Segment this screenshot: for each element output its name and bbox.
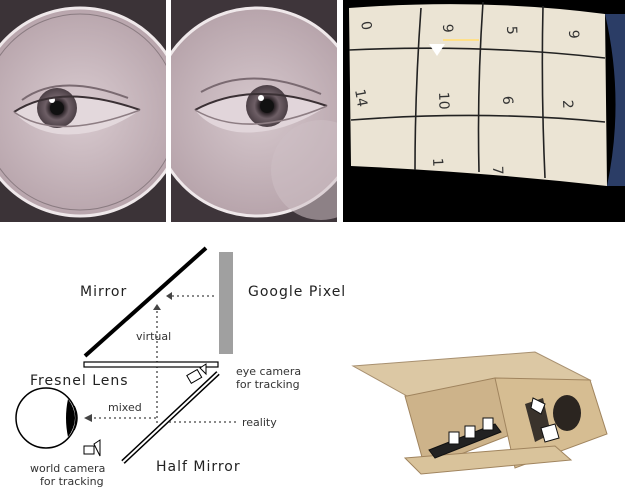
- eye-camera-label: for tracking: [236, 378, 300, 391]
- mixed-label: mixed: [108, 401, 142, 414]
- right-eye-photo: [171, 0, 337, 222]
- world-camera-label: for tracking: [40, 475, 104, 488]
- grid-number: 2: [559, 100, 575, 109]
- fresnel-lens: [83, 361, 219, 368]
- eye-camera-icon: [186, 363, 207, 385]
- eye-icon: [15, 387, 78, 449]
- reality-label: reality: [242, 416, 277, 429]
- fresnel-label: Fresnel Lens: [30, 373, 129, 389]
- phone-label: Google Pixel: [248, 284, 345, 300]
- grid-number: 5: [503, 26, 519, 35]
- virtual-label: virtual: [136, 330, 171, 343]
- grid-number: 10: [435, 92, 452, 110]
- grid-number: 6: [499, 96, 515, 106]
- headset-render: [345, 228, 625, 489]
- grid-number: 9: [439, 24, 455, 33]
- grid-number: 9: [565, 30, 581, 39]
- grid-number: 0: [357, 20, 374, 32]
- phone-bar: [219, 252, 233, 354]
- optical-schematic: Mirror Google Pixel virtual Fresnel Lens…: [0, 228, 345, 489]
- grid-number: 7: [489, 166, 505, 175]
- half-mirror: [122, 372, 219, 463]
- mirror-label: Mirror: [80, 284, 127, 300]
- eye-camera-label: eye camera: [236, 365, 301, 378]
- mirror-line: [83, 246, 208, 358]
- world-camera-label: world camera: [30, 462, 105, 475]
- world-camera-icon: [83, 439, 101, 457]
- left-eye-photo: [0, 0, 166, 222]
- grid-number: 1: [429, 158, 445, 167]
- screen-view-photo: 0 9 5 9 14 10 6 2 1 7: [343, 0, 625, 222]
- grid-number: 14: [351, 88, 370, 108]
- half-mirror-label: Half Mirror: [156, 459, 241, 475]
